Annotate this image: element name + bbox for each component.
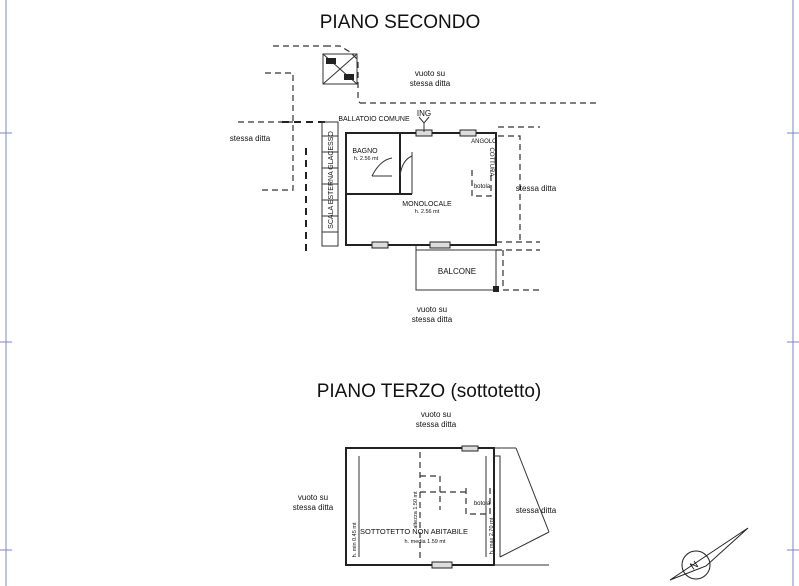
floor3-title: PIANO TERZO (sottotetto) [317, 381, 542, 402]
floor2-stair-detail [322, 45, 361, 104]
floor2-stessa-ditta-right: stessa ditta [516, 184, 557, 193]
floor3-botola-label: botola [474, 501, 491, 507]
floor3-vuoto-left-line2: stessa ditta [293, 503, 334, 512]
floor2-labels: vuoto su stessa ditta stessa ditta BALLA… [230, 69, 557, 324]
floor3-vuoto-left-line1: vuoto su [298, 493, 328, 502]
floor2-stessa-ditta-left: stessa ditta [230, 134, 271, 143]
floor2-monolocale-label: MONOLOCALE [402, 201, 452, 208]
floor3-hmedia-label: h. media 1.59 mt [405, 539, 446, 545]
floor3-vuoto-top-line1: vuoto su [421, 410, 451, 419]
north-compass-icon: N [669, 527, 749, 581]
floor2-bagno-label: BAGNO [352, 148, 378, 155]
floor2-ing-label: ING [417, 109, 431, 118]
floor2-vuoto-bottom-line1: vuoto su [417, 305, 447, 314]
floor2-vuoto-bottom-line2: stessa ditta [412, 315, 453, 324]
floor2-vuoto-top-line2: stessa ditta [410, 79, 451, 88]
floor2-cottura-label: COTTURA [488, 148, 494, 177]
floor3-stessa-ditta-right: stessa ditta [516, 506, 557, 515]
floor2-scala-label: SCALA ESTERNA GLACESSO [328, 131, 335, 229]
floor3-vuoto-top-line2: stessa ditta [416, 420, 457, 429]
floor2-monolocale-height: h. 2.56 mt [415, 209, 440, 215]
floor2-title: PIANO SECONDO [320, 12, 480, 33]
floor2-ballatoio-label: BALLATOIO COMUNE [338, 116, 410, 123]
floor2-vuoto-top-line1: vuoto su [415, 69, 445, 78]
floor3-altezza-label: altezza 1.50 mt [413, 491, 419, 529]
floor2-walls [321, 121, 497, 291]
floor3-walls [345, 445, 550, 569]
floor2-balcone-label: BALCONE [438, 267, 476, 276]
floor3-hmin-label: h. min 0.45 mt [352, 522, 358, 557]
floor2-botola-label: botola [474, 184, 491, 190]
floor3-labels: vuoto su stessa ditta vuoto su stessa di… [293, 410, 557, 557]
floor2-openings [371, 116, 499, 292]
floor3-sottotetto-label: SOTTOTETTO NON ABITABILE [360, 527, 468, 536]
floor2-angolo-label: ANGOLO [471, 139, 497, 145]
floor2-bagno-height: h. 2.56 mt [354, 156, 379, 162]
floor3-hmax-label: h. max 2.70 mt [489, 517, 495, 554]
